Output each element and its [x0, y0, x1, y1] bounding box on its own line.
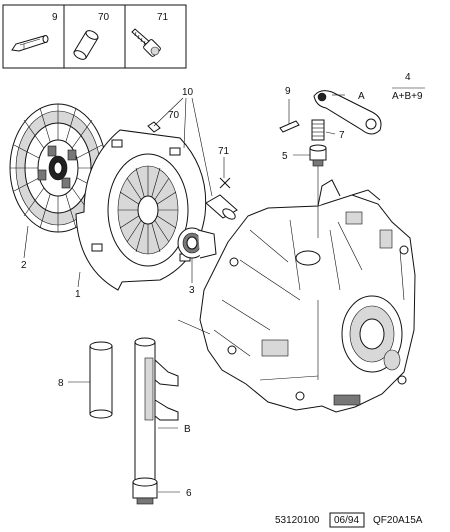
- spring-7: [311, 119, 325, 141]
- callout-70: 70: [168, 110, 180, 121]
- legend-box-pin-9: 9: [11, 12, 58, 52]
- bushing-6: [132, 477, 158, 505]
- pin-icon: [11, 35, 49, 52]
- sleeve-70: [205, 194, 238, 220]
- release-fork-shaft: [134, 337, 179, 483]
- transmission-housing: [199, 179, 416, 413]
- footer-code: QF20A15A: [373, 515, 423, 526]
- bolt-71: [219, 177, 231, 189]
- release-bearing: [177, 227, 217, 259]
- pin-70: [147, 121, 161, 133]
- selector-lever-a: [313, 90, 382, 135]
- pressure-plate: [75, 129, 207, 291]
- legend-label-70: 70: [98, 12, 110, 23]
- callout-9: 9: [285, 86, 291, 97]
- callout-7: 7: [339, 130, 345, 141]
- guide-tube-8: [89, 341, 113, 419]
- callout-4: 4: [405, 72, 411, 83]
- footer-date: 06/94: [334, 515, 359, 526]
- callouts: 2 1 3 10 70 71 9 A 7 5 4 A+B+9 8 B 6: [21, 72, 423, 499]
- legend-label-9: 9: [52, 12, 58, 23]
- bolt-icon: [131, 28, 161, 57]
- footer-ref: 53120100: [275, 515, 320, 526]
- sleeve-icon: [73, 30, 99, 60]
- callout-b: B: [184, 424, 191, 435]
- callout-71: 71: [218, 146, 230, 157]
- callout-2: 2: [21, 260, 27, 271]
- callout-5: 5: [282, 151, 288, 162]
- bushing-5: [309, 144, 327, 167]
- pin-9: [279, 120, 300, 133]
- callout-1: 1: [75, 289, 81, 300]
- callout-6: 6: [186, 488, 192, 499]
- legend-box-bolt-71: 71: [131, 12, 169, 57]
- legend-panel: 9 70 71: [2, 4, 187, 69]
- clutch-disc: [9, 103, 107, 233]
- callout-8: 8: [58, 378, 64, 389]
- leader-lines: [23, 87, 425, 493]
- footer-date-box: [329, 512, 365, 528]
- legend-frame: [2, 4, 187, 69]
- legend-label-71: 71: [157, 12, 169, 23]
- callout-3: 3: [189, 285, 195, 296]
- legend-box-sleeve-70: 70: [73, 12, 110, 60]
- callout-a: A: [358, 91, 365, 102]
- footer: 53120100 06/94 QF20A15A: [275, 512, 423, 528]
- callout-10: 10: [182, 87, 194, 98]
- kit-label: A+B+9: [392, 91, 423, 102]
